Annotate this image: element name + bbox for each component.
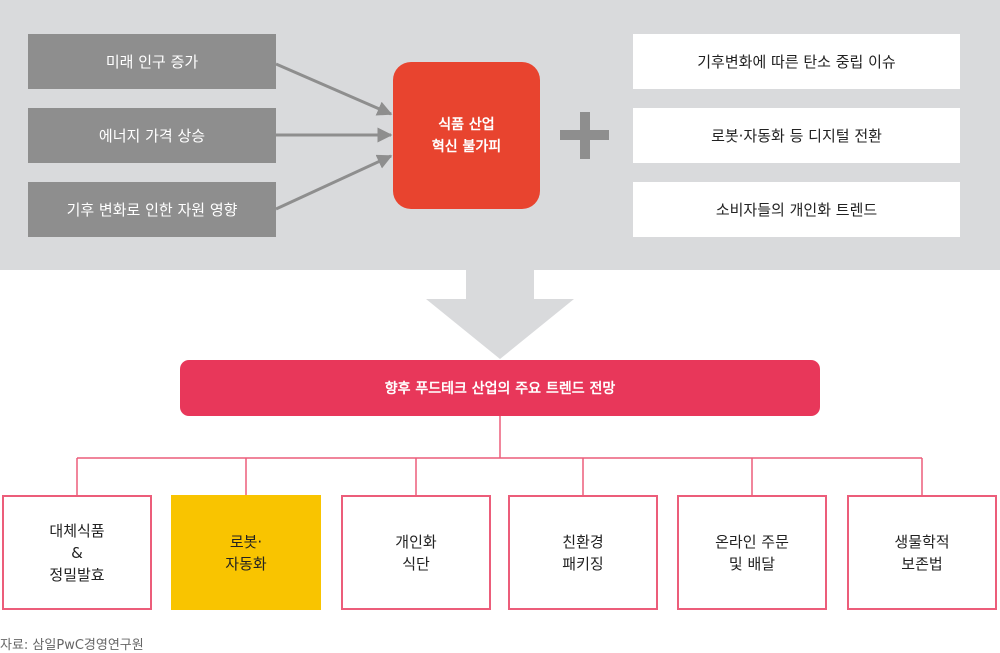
trend-box: 로봇· 자동화 xyxy=(171,495,321,610)
banner-title: 향후 푸드테크 산업의 주요 트렌드 전망 xyxy=(384,381,616,397)
trend-label: 및 배달 xyxy=(728,554,776,573)
arrow-1 xyxy=(275,62,393,116)
cause-label: 에너지 가격 상승 xyxy=(98,127,206,145)
cause-box: 미래 인구 증가 xyxy=(28,34,276,89)
trend-label: 개인화 xyxy=(395,532,437,551)
trend-label: 식단 xyxy=(402,554,430,573)
arrow-3 xyxy=(275,154,393,211)
trend-label: 로봇· xyxy=(229,532,263,551)
hub-line-2: 혁신 불가피 xyxy=(431,138,502,155)
factor-label: 기후변화에 따른 탄소 중립 이슈 xyxy=(697,53,896,71)
hub-box: 식품 산업 혁신 불가피 xyxy=(393,62,540,209)
trend-box: 대체식품 & 정밀발효 xyxy=(2,495,152,610)
factor-box: 로봇·자동화 등 디지털 전환 xyxy=(633,108,960,163)
trend-label: 보존법 xyxy=(901,554,943,573)
hub-line-1: 식품 산업 xyxy=(438,116,495,133)
factor-box: 기후변화에 따른 탄소 중립 이슈 xyxy=(633,34,960,89)
tree-connectors xyxy=(76,416,923,495)
source-note: 자료: 삼일PwC경영연구원 xyxy=(0,638,144,653)
cause-box: 기후 변화로 인한 자원 영향 xyxy=(28,182,276,237)
factor-label: 로봇·자동화 등 디지털 전환 xyxy=(711,127,882,145)
down-arrow-icon xyxy=(426,270,574,359)
trend-label: 대체식품 xyxy=(49,521,105,540)
trend-label: 자동화 xyxy=(225,554,267,573)
trend-label: 친환경 xyxy=(562,532,604,551)
cause-label: 미래 인구 증가 xyxy=(105,53,199,71)
factor-label: 소비자들의 개인화 트렌드 xyxy=(715,201,878,219)
cause-box: 에너지 가격 상승 xyxy=(28,108,276,163)
factor-box: 소비자들의 개인화 트렌드 xyxy=(633,182,960,237)
trend-banner: 향후 푸드테크 산업의 주요 트렌드 전망 xyxy=(180,360,820,416)
trend-label: 패키징 xyxy=(562,554,604,573)
trend-label: 정밀발효 xyxy=(49,565,105,584)
trend-label: 온라인 주문 xyxy=(715,532,789,551)
trend-label: & xyxy=(71,543,83,562)
trend-label: 생물학적 xyxy=(894,532,950,551)
cause-label: 기후 변화로 인한 자원 영향 xyxy=(66,201,238,219)
